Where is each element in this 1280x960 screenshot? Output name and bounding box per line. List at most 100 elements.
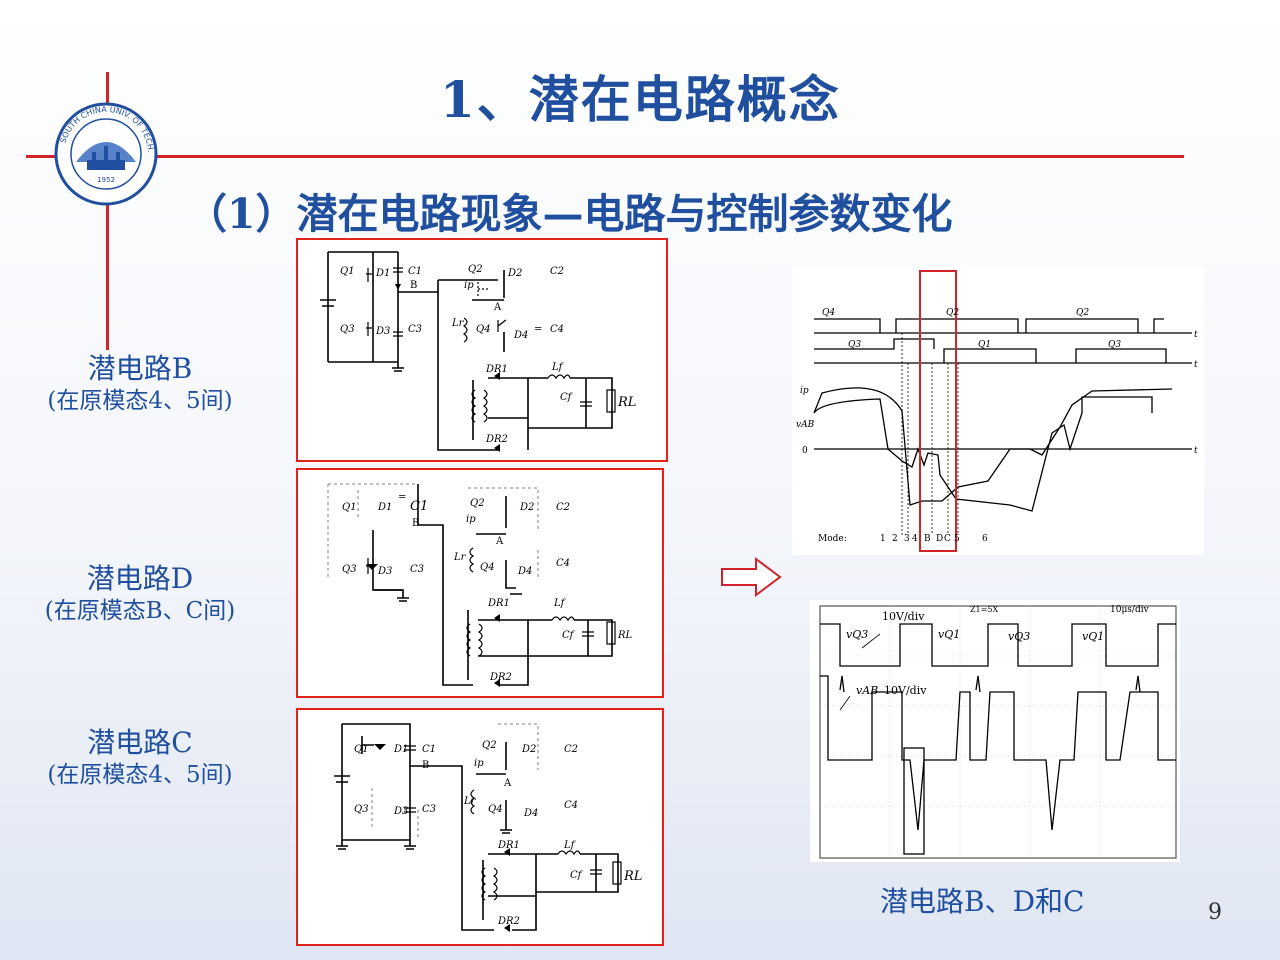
- label-d1: D1: [375, 268, 390, 279]
- university-seal-icon: 1952 SOUTH CHINA UNIV. OF TECH.: [54, 102, 158, 206]
- timing-row2-b: Q3: [1108, 340, 1121, 350]
- label-lf: Lf: [551, 362, 565, 373]
- label-d3: D3: [393, 806, 408, 817]
- label-ip: ip: [474, 758, 484, 769]
- scope-ch2-label: vAB: [856, 684, 878, 697]
- node-b: B: [422, 760, 429, 771]
- label-dr1: DR1: [487, 598, 510, 609]
- timing-row2-c: Q1: [978, 340, 991, 350]
- label-lr: Lr: [453, 552, 467, 563]
- label-dr2: DR2: [489, 672, 512, 683]
- circuit-panel-c: Q1 D1 C1 B Q3 D3 C3 Q2 D2 C2 ip A Lr Q4 …: [296, 708, 664, 946]
- mode-b: B: [924, 534, 931, 544]
- node-b: B: [412, 518, 419, 529]
- timing-row1-b: Q2: [946, 308, 959, 318]
- label-q3: Q3: [342, 564, 357, 575]
- timing-diagram: Q4 Q2 Q2 Q3 Q3 Q1 ip vAB 0 t t t Mode: 1…: [792, 265, 1204, 555]
- scope-marker: Z1=5X: [970, 605, 998, 614]
- circuit-panel-b: Q1 D1 C1 B Q3 D3 C3 Q2 D2 C2 ip A Lr Q4 …: [296, 238, 668, 462]
- mode-c: C: [944, 534, 951, 544]
- label-lf: Lf: [563, 840, 577, 851]
- label-q1: Q1: [340, 266, 355, 277]
- scope-ch1-label-2: vQ1: [938, 628, 960, 641]
- mode-1: 1: [880, 534, 886, 544]
- label-dr1: DR1: [485, 364, 508, 375]
- label-eq: =: [534, 324, 542, 335]
- label-lf: Lf: [553, 598, 567, 609]
- node-a: A: [495, 536, 504, 547]
- label-d3: D3: [375, 326, 390, 337]
- scope-ch1-label-1: vQ3: [846, 628, 868, 641]
- label-q2: Q2: [468, 264, 483, 275]
- title-underline: [26, 155, 1184, 158]
- label-main: 潜电路D: [86, 562, 194, 595]
- label-ip: ip: [466, 514, 476, 525]
- label-cf: Cf: [562, 630, 576, 641]
- label-sub: (在原模态4、5间): [47, 762, 233, 788]
- label-c4: C4: [556, 558, 570, 569]
- label-c2: C2: [556, 502, 570, 513]
- timing-mode-label: Mode:: [818, 534, 847, 544]
- label-q1: Q1: [342, 502, 357, 513]
- label-q4: Q4: [476, 324, 491, 335]
- node-a: A: [503, 778, 512, 789]
- timing-t3: t: [1194, 446, 1198, 456]
- node-a: A: [493, 302, 502, 313]
- label-main: 潜电路C: [87, 726, 193, 759]
- label-c3: C3: [422, 804, 436, 815]
- timing-ip-label: ip: [800, 386, 809, 396]
- label-c1: C1: [408, 266, 422, 277]
- oscilloscope-capture: 10μs/div Z1=5X 10V/div vQ3 vQ1 vQ3 vQ1 v…: [810, 600, 1180, 862]
- label-main: 潜电路B: [87, 352, 193, 385]
- label-c3: C3: [410, 564, 424, 575]
- highlight-box: [919, 270, 957, 552]
- scope-highlight-box: [903, 747, 925, 855]
- scope-ch1-scale: 10V/div: [882, 610, 925, 623]
- label-q3: Q3: [354, 804, 369, 815]
- label-dr2: DR2: [497, 916, 520, 927]
- label-q4: Q4: [480, 562, 495, 573]
- label-q2: Q2: [482, 740, 497, 751]
- label-dr1: DR1: [497, 840, 520, 851]
- label-sneak-b: 潜电路B (在原模态4、5间): [20, 352, 260, 416]
- label-q1: Q1: [354, 744, 369, 755]
- label-eq: =: [398, 492, 406, 503]
- label-d4: D4: [523, 808, 538, 819]
- label-sneak-d: 潜电路D (在原模态B、C间): [20, 562, 260, 626]
- scope-ch1-label-4: vQ1: [1082, 630, 1104, 643]
- mode-4: 4: [912, 534, 918, 544]
- label-d2: D2: [507, 268, 522, 279]
- label-d3: D3: [377, 566, 392, 577]
- timing-t1: t: [1194, 330, 1198, 340]
- logo-year: 1952: [97, 176, 115, 184]
- timing-vab-label: vAB: [796, 420, 815, 430]
- label-q3: Q3: [340, 324, 355, 335]
- label-c4: C4: [550, 324, 564, 335]
- label-d1: D1: [377, 502, 392, 513]
- timing-row2-a: Q3: [848, 340, 861, 350]
- mode-2: 2: [892, 534, 898, 544]
- scope-timebase: 10μs/div: [1110, 605, 1150, 615]
- right-arrow-icon: [720, 557, 782, 597]
- timing-t2: t: [1194, 360, 1198, 370]
- label-ip: ip: [464, 280, 474, 291]
- label-c2: C2: [550, 266, 564, 277]
- timing-zero: 0: [802, 446, 808, 456]
- node-b: B: [410, 280, 417, 291]
- label-rl: RL: [617, 630, 633, 641]
- label-sub: (在原模态B、C间): [44, 598, 236, 624]
- slide-title: 1、潜在电路概念: [440, 70, 841, 129]
- slide-subtitle: （1）潜在电路现象—电路与控制参数变化: [186, 190, 953, 238]
- mode-d: D: [936, 534, 943, 544]
- label-c1: C1: [422, 744, 436, 755]
- mode-3: 3: [904, 534, 910, 544]
- label-d2: D2: [521, 744, 536, 755]
- figure-caption: 潜电路B、D和C: [880, 885, 1085, 918]
- circuit-panel-d: Q1 D1 = C1 B Q3 D3 C3 Q2 D2 C2 ip A Lr Q…: [296, 468, 664, 698]
- label-d4: D4: [513, 330, 528, 341]
- label-c1: C1: [410, 499, 428, 514]
- mode-6: 6: [982, 534, 988, 544]
- page-number: 9: [1208, 900, 1222, 925]
- label-cf: Cf: [560, 392, 574, 403]
